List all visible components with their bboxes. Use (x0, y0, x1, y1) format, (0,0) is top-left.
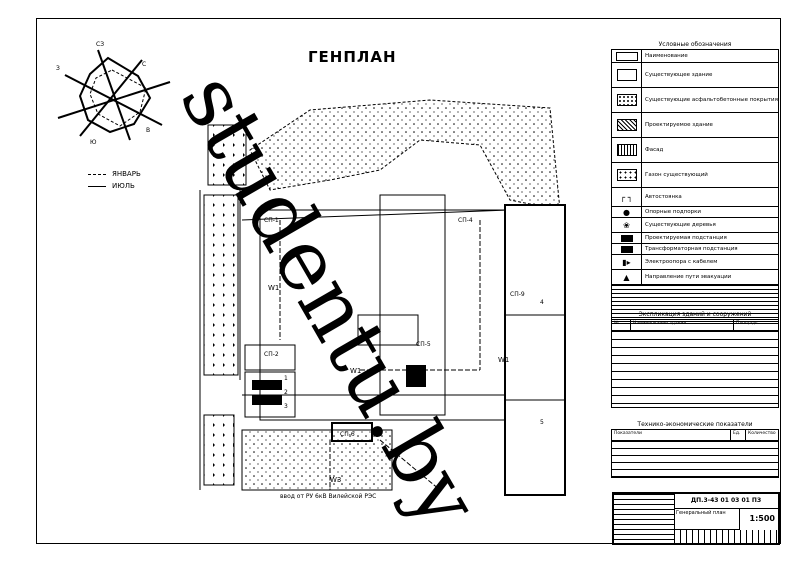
plan-label: W1 (268, 284, 279, 292)
wind-label: С (142, 61, 146, 68)
legend-table: Наименование Существующее здание Существ… (611, 49, 779, 324)
plan-label: 2 (284, 389, 288, 396)
wind-label: В (146, 127, 150, 134)
tech-heading: Технико-экономические показатели (637, 421, 753, 428)
plan-label: СП-1 (264, 217, 279, 224)
site-plan: СП-1 СП-2 СП-4 СП-5 СП-6 СП-9 W1 W1 W1 W… (199, 99, 566, 500)
plan-label: 5 (540, 419, 544, 426)
legend-item: Проектируемое здание (645, 121, 713, 128)
legend-item: Газон существующий (645, 171, 708, 178)
wind-rose: С З СЗ Ю В (56, 41, 171, 146)
legend-item: Существующее здание (645, 71, 713, 78)
plan-label: СП-2 (264, 351, 279, 358)
wind-legend-january: ЯНВАРЬ (112, 170, 141, 178)
col-header: Ед. (731, 430, 746, 440)
legend-item: Наименование (645, 52, 688, 59)
legend-panel: Условные обозначения Наименование Сущест… (611, 40, 779, 324)
plan-label: W1 (498, 356, 509, 364)
legend-item: Электроопора с кабелем (645, 258, 718, 265)
drawing-code: ДП.3-43 01 03 01 ПЗ (674, 494, 778, 509)
plan-label: СП-9 (510, 291, 525, 298)
title-block: ДП.3-43 01 03 01 ПЗ Генеральный план 1:5… (612, 492, 780, 545)
legend-item: Опорные подпорки (645, 208, 701, 215)
plan-label: СП-6 (340, 431, 355, 438)
plan-label: СП-5 (416, 341, 431, 348)
plan-label: 1 (284, 375, 288, 382)
legend-item: Существующие деревья (645, 221, 716, 228)
legend-item: Фасад (645, 146, 664, 153)
sheet-name: Генеральный план (674, 508, 740, 530)
explication-heading: Экспликация зданий и сооружений (638, 311, 752, 318)
drawing-scale: 1:500 (740, 508, 778, 531)
wind-label: З (56, 65, 60, 72)
bottom-note: ввод от РУ 6кВ Вилейской РЭС (280, 493, 376, 500)
wind-legend-july: ИЮЛЬ (112, 182, 135, 190)
legend-item: Автостоянка (645, 193, 682, 200)
col-header: Площадь (736, 321, 758, 326)
col-header: № (612, 320, 631, 330)
legend-item: Проектируемая подстанция (645, 234, 727, 241)
legend-item: Трансформаторная подстанция (645, 245, 738, 252)
plan-label: 4 (540, 299, 544, 306)
legend-heading: Условные обозначения (658, 41, 732, 48)
plan-label: СП-4 (458, 217, 473, 224)
drawing-title: ГЕНПЛАН (308, 48, 397, 66)
plan-label: 3 (284, 403, 288, 410)
wind-label: СЗ (96, 41, 104, 48)
tech-indicators-table: Технико-экономические показатели Показат… (611, 420, 779, 480)
legend-item: Направление пути эвакуации (645, 273, 732, 280)
legend-item: Существующие асфальтобетонные покрытия (645, 96, 778, 103)
wind-label: Ю (90, 139, 97, 146)
plan-label: W3 (330, 476, 341, 484)
wind-legend: ЯНВАРЬ ИЮЛЬ (88, 168, 141, 192)
drawing-frame (36, 18, 781, 544)
plan-label: W1 (350, 367, 361, 375)
col-header: Наименование здания (631, 320, 734, 330)
col-header: Показатели (612, 430, 731, 440)
col-header: Количество (748, 431, 776, 436)
